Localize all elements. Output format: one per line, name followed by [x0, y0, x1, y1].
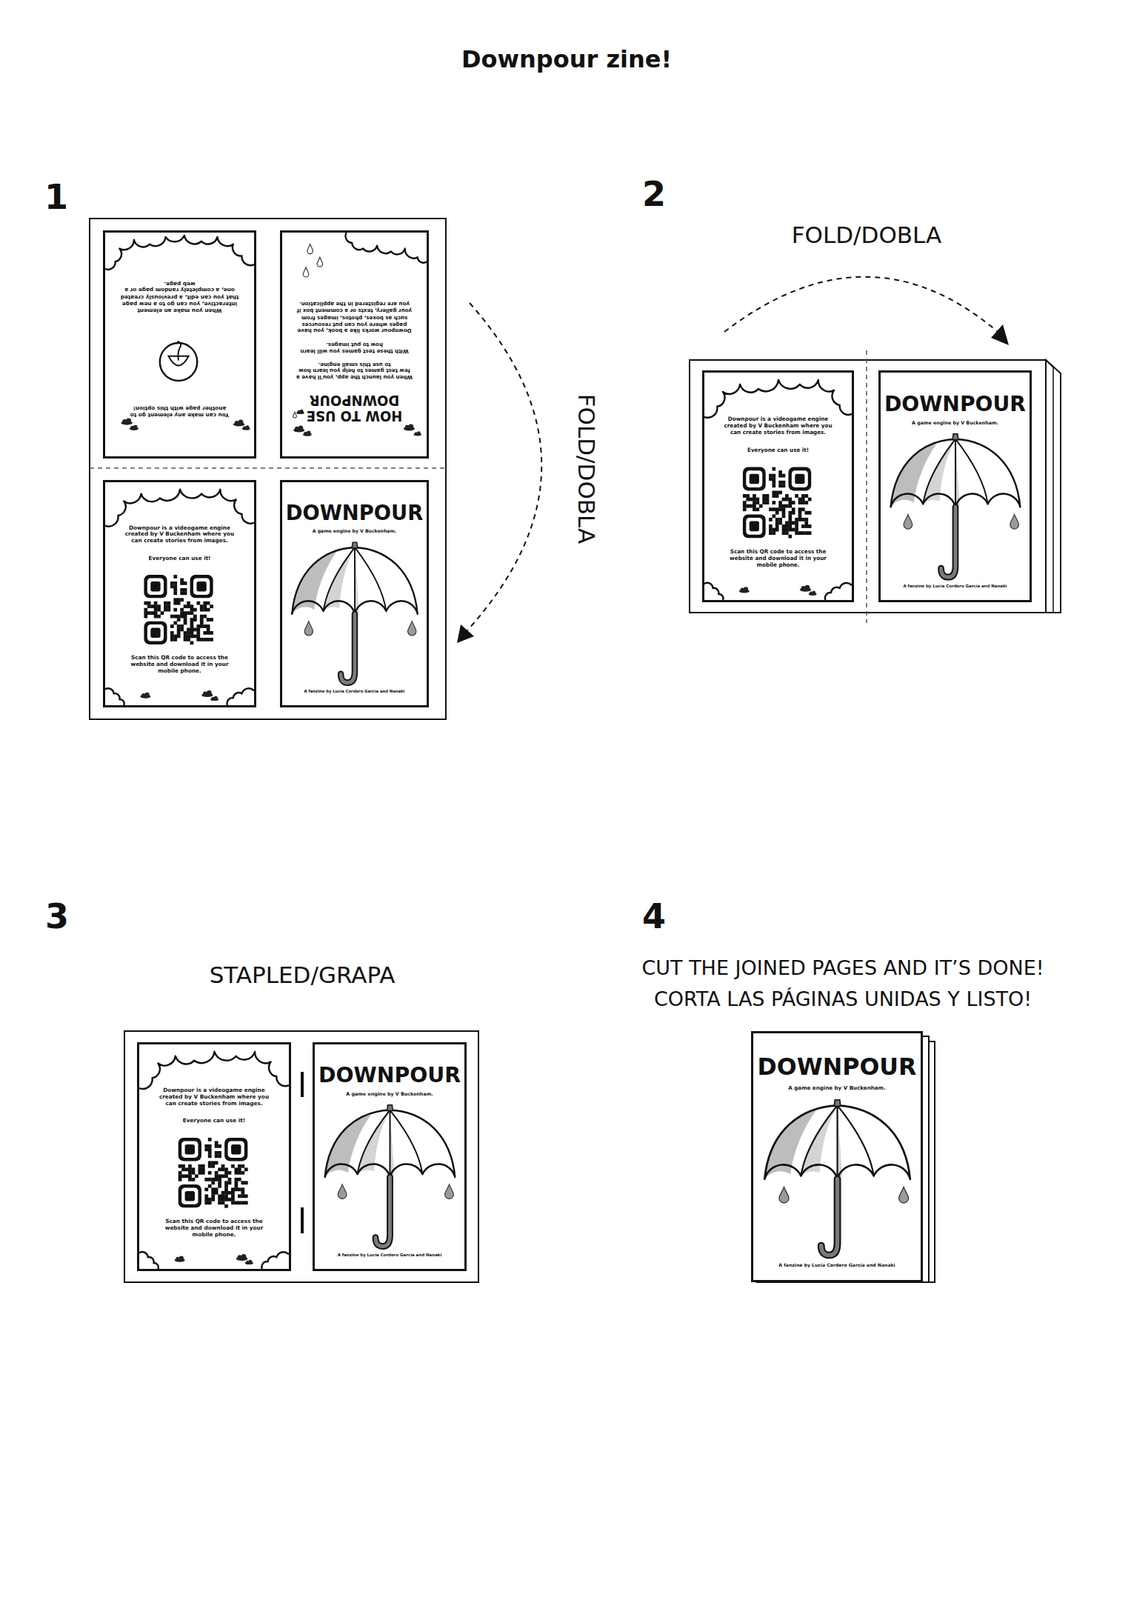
page-content: DOWNPOUR A game engine by V Buckenham. A f…: [753, 1033, 921, 1280]
page-content: You can make any element go to another p…: [105, 232, 255, 457]
page-heading: DOWNPOUR: [284, 500, 424, 524]
page-text: Scan this QR code to access the website …: [159, 1217, 269, 1238]
page-text: A game engine by V Buckenham.: [291, 528, 418, 535]
paper-sheet: [124, 1031, 479, 1283]
upside-down-content: You can make any element go to another p…: [105, 232, 255, 457]
page-content: Downpour is a videogame engine created b…: [139, 1044, 289, 1269]
page-heading: HOW TO USE DOWNPOUR: [294, 392, 414, 425]
page-content: DOWNPOUR A game engine by V Buckenham. A f…: [880, 372, 1030, 600]
info-page: Downpour is a videogame engine created b…: [102, 479, 257, 708]
folded-back-sheet: [1045, 359, 1054, 613]
page-text: A game engine by V Buckenham.: [890, 419, 1020, 426]
paper-sheet: [689, 359, 1046, 613]
arrow-head: [456, 624, 475, 643]
instruction-label: FOLD/DOBLA: [791, 221, 943, 249]
page-text: Downpour works like a book, you have pag…: [294, 300, 415, 335]
page-text: A fanzine by Lucía Cordero García and Na…: [882, 583, 1027, 589]
step-number: 3: [45, 896, 69, 937]
folded-back-sheet: [1045, 359, 1061, 613]
page-text: Downpour is a videogame engine created b…: [156, 1086, 272, 1107]
page-text: Downpour is a videogame engine created b…: [721, 415, 836, 437]
page-content: Downpour is a videogame engine created b…: [704, 372, 852, 600]
arrow-head: [991, 324, 1009, 346]
page-text: A game engine by V Buckenham.: [764, 1084, 911, 1092]
step-number: 2: [642, 174, 666, 215]
page-text: You can make any element go to another p…: [125, 405, 235, 419]
instruction-label: CUT THE JOINED PAGES AND IT’S DONE!: [641, 956, 1044, 980]
page-text: Downpour is a videogame engine created b…: [122, 524, 238, 545]
staple: [300, 1207, 304, 1234]
cover-page: DOWNPOUR A game engine by V Buckenham. A f…: [878, 370, 1032, 603]
page-text: When you launch the app, you'll have a f…: [295, 360, 413, 381]
cover-page: DOWNPOUR A game engine by V Buckenham. A f…: [312, 1042, 467, 1271]
instruction-label: FOLD/DOBLA: [573, 394, 600, 545]
page-text: Scan this QR code to access the website …: [724, 548, 832, 569]
info-page: Downpour is a videogame engine created b…: [137, 1042, 292, 1271]
page-text: Everyone can use it!: [721, 446, 836, 454]
page-content: HOW TO USE DOWNPOUR When you launch the a…: [282, 232, 427, 457]
page-text: Everyone can use it!: [156, 1116, 272, 1124]
step-number: 1: [44, 177, 69, 218]
info-page: Downpour is a videogame engine created b…: [702, 370, 854, 603]
fold-line: [89, 467, 446, 469]
page-content: DOWNPOUR A game engine by V Buckenham. A f…: [282, 482, 427, 706]
page-text: A fanzine by Lucía Cordero García and Na…: [317, 1252, 462, 1258]
title: Downpour zine!: [461, 45, 672, 74]
page-text: A game engine by V Buckenham.: [324, 1091, 455, 1097]
page-heading: DOWNPOUR: [756, 1053, 918, 1080]
page-text: Scan this QR code to access the website …: [125, 654, 235, 675]
page-content: Downpour is a videogame engine created b…: [105, 482, 255, 706]
fold-line: [865, 350, 868, 623]
cover-page: DOWNPOUR A game engine by V Buckenham. A f…: [751, 1031, 923, 1283]
inside-page: You can make any element go to another p…: [102, 230, 257, 459]
cover-page: DOWNPOUR A game engine by V Buckenham. A f…: [279, 479, 429, 708]
fold-arrow: [724, 277, 997, 332]
page-text: Everyone can use it!: [122, 554, 238, 562]
upside-down-content: HOW TO USE DOWNPOUR When you launch the a…: [282, 232, 427, 457]
instruction-label: CORTA LAS PÁGINAS UNIDAS Y LISTO!: [654, 987, 1032, 1011]
page-text: A fanzine by Lucía Cordero García and Na…: [284, 689, 424, 695]
page-heading: DOWNPOUR: [882, 391, 1027, 416]
page-text: When you make an element interactive, yo…: [119, 280, 240, 315]
instruction-label: STAPLED/GRAPA: [209, 961, 396, 989]
step-number: 4: [642, 896, 666, 937]
fold-arrow: [467, 302, 542, 631]
page-illustration: [105, 232, 255, 457]
paper-sheet: [89, 218, 446, 720]
staple: [300, 1071, 304, 1097]
page-text: A fanzine by Lucía Cordero García and Na…: [756, 1262, 918, 1269]
how-to-page: HOW TO USE DOWNPOUR When you launch the a…: [279, 230, 429, 459]
page-content: DOWNPOUR A game engine by V Buckenham. A f…: [314, 1044, 465, 1269]
page-heading: DOWNPOUR: [317, 1063, 462, 1087]
page-text: With these test games you will learn how…: [295, 341, 413, 355]
